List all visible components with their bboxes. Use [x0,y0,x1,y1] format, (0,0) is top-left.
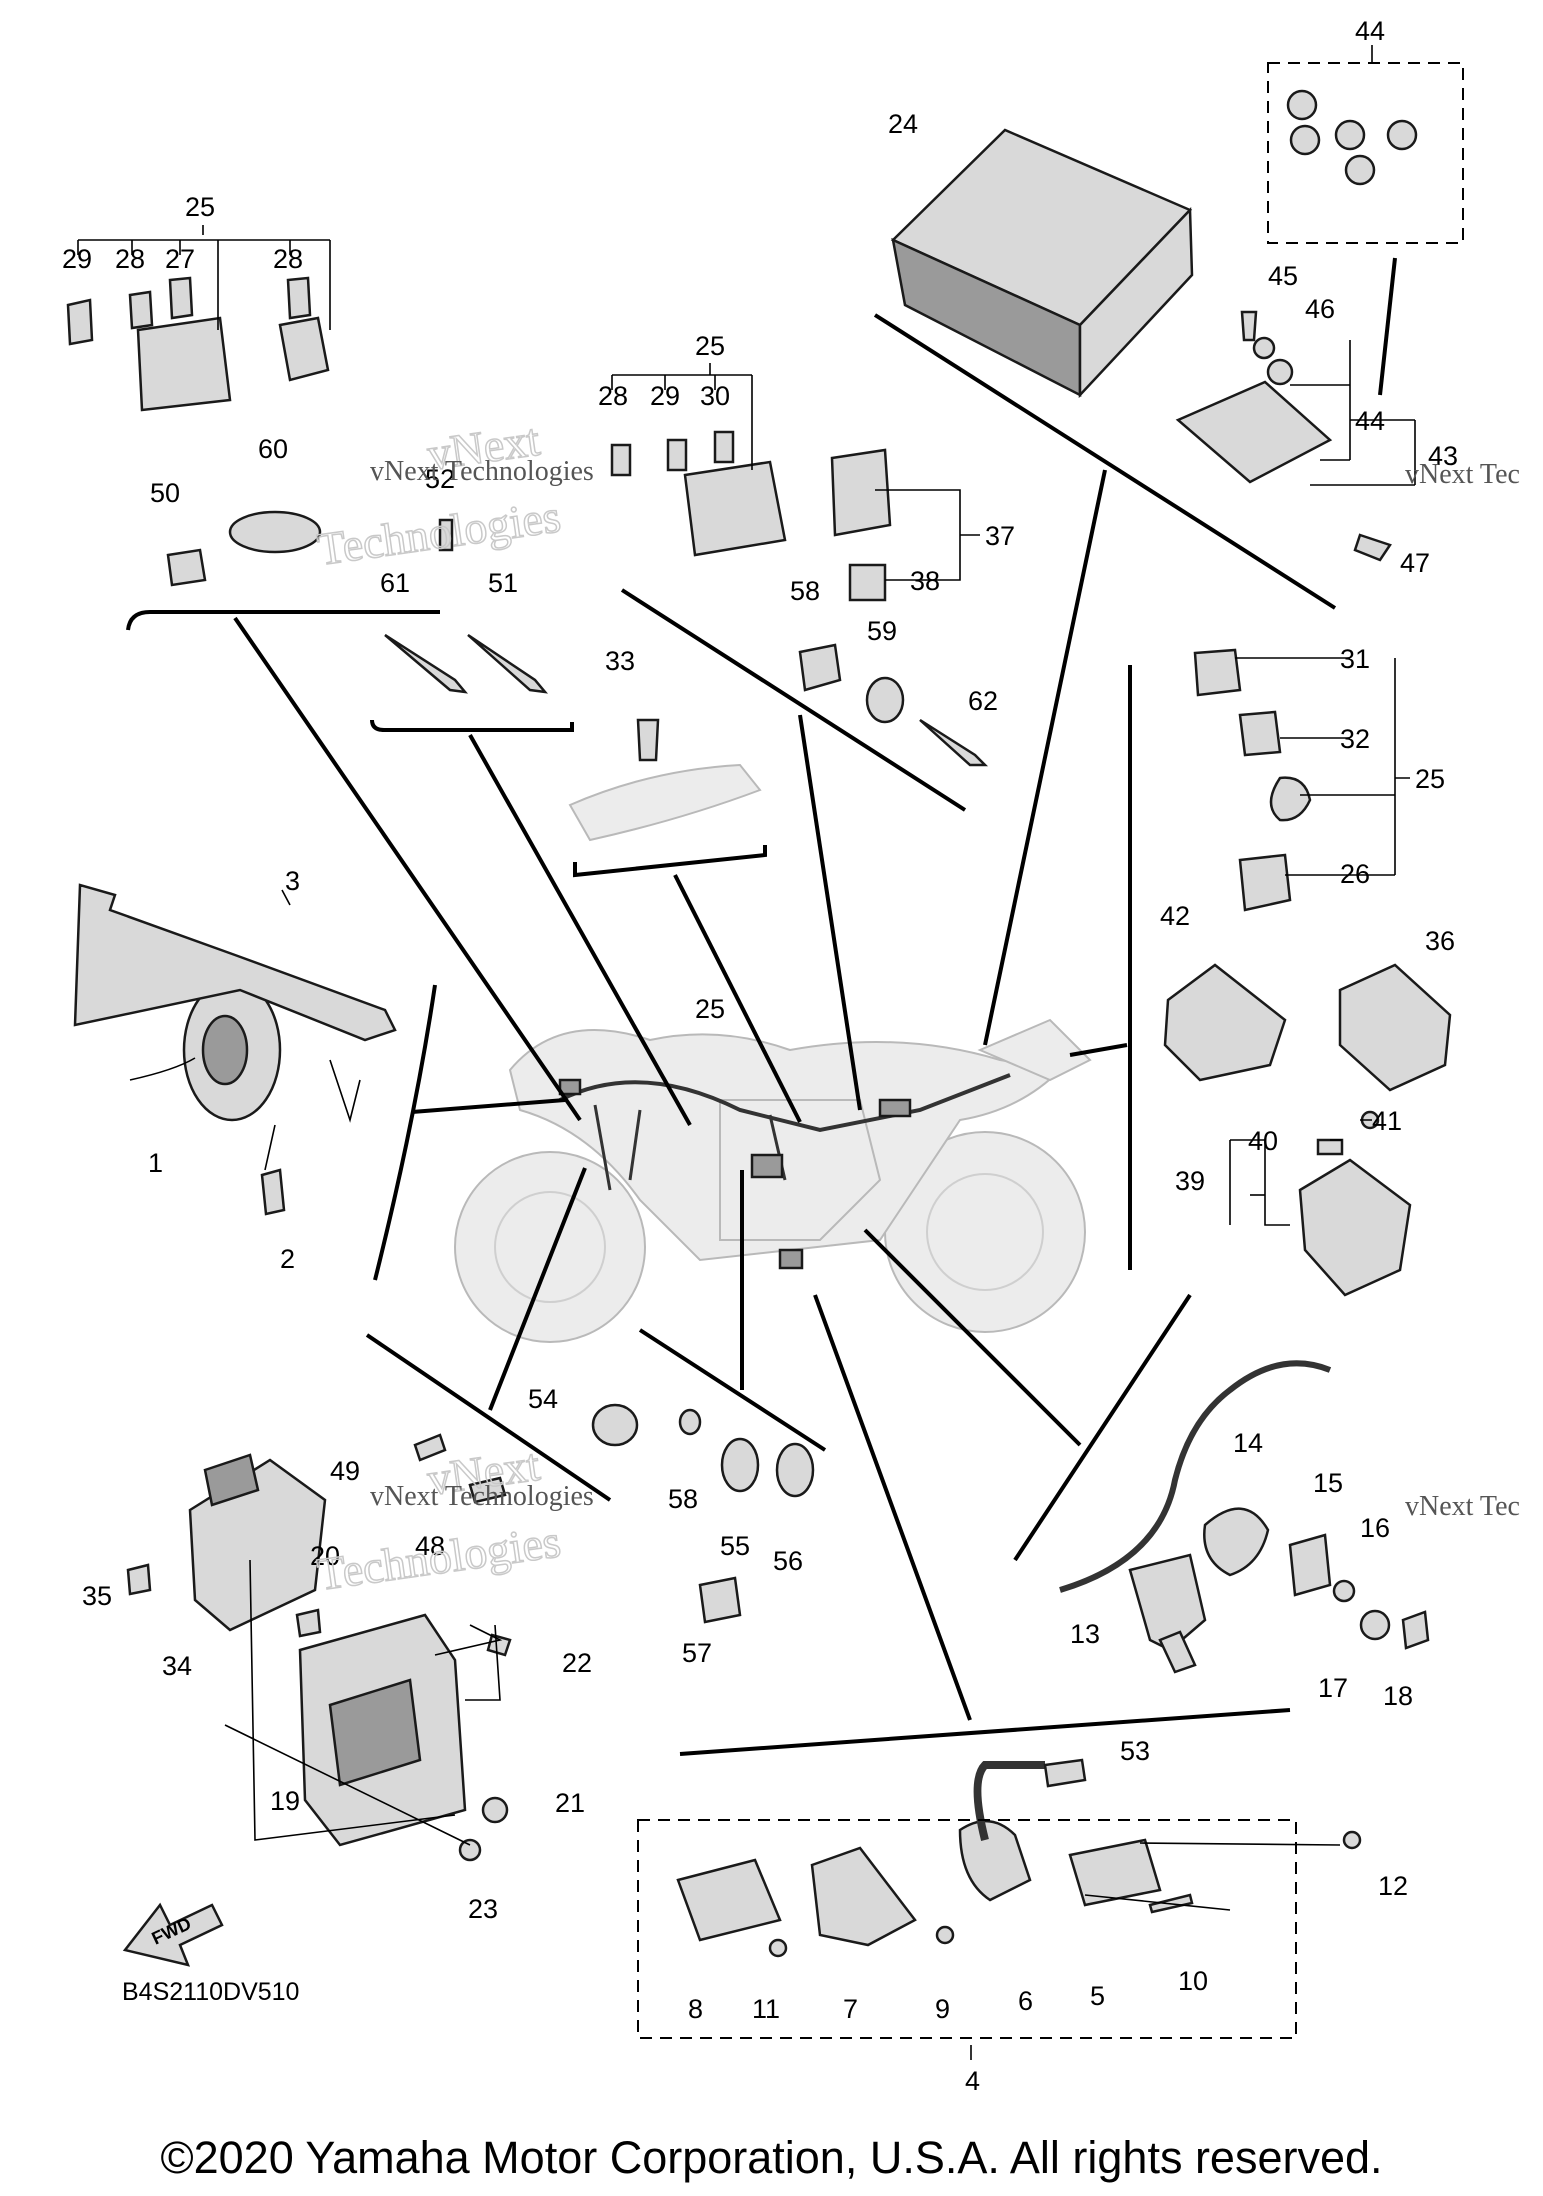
watermark-overlay-bottom-1: Technologies [314,490,563,575]
copyright-notice: ©2020 Yamaha Motor Corporation, U.S.A. A… [160,2132,1383,2183]
callout-25c: 25 [1415,764,1445,794]
callout-6: 6 [1018,1986,1033,2016]
callout-14: 14 [1233,1428,1263,1458]
dashed-group-boxes [637,62,1464,2039]
callout-46: 46 [1305,294,1335,324]
callout-55: 55 [720,1531,750,1561]
callout-62: 62 [968,686,998,716]
callout-41: 41 [1372,1106,1402,1136]
diagram-code: B4S2110DV510 [122,1978,299,2006]
callout-49: 49 [330,1456,360,1486]
callout-10: 10 [1178,1966,1208,1996]
callout-32: 32 [1340,724,1370,754]
callout-27: 27 [165,244,195,274]
callout-29a: 29 [62,244,92,274]
callout-36: 36 [1425,926,1455,956]
callout-56: 56 [773,1546,803,1576]
callout-34: 34 [162,1651,192,1681]
callout-23: 23 [468,1894,498,1924]
callout-12: 12 [1378,1871,1408,1901]
callout-21: 21 [555,1788,585,1818]
callout-18: 18 [1383,1681,1413,1711]
watermark-partial-right-1: vNext Tec [1405,459,1520,490]
callout-28b: 28 [273,244,303,274]
callout-33: 33 [605,646,635,676]
callout-59: 59 [867,616,897,646]
callout-54: 54 [528,1384,558,1414]
callout-19: 19 [270,1786,300,1816]
callout-47: 47 [1400,548,1430,578]
callout-9: 9 [935,1994,950,2024]
part-shapes [66,89,1452,1967]
callout-60: 60 [258,434,288,464]
callout-22: 22 [562,1648,592,1678]
callout-25a: 25 [185,192,215,222]
callout-58a: 58 [790,576,820,606]
group-brackets [126,313,1337,1756]
callout-57: 57 [682,1638,712,1668]
watermark-brand-1: vNext Technologies [370,456,594,487]
watermark-partial-right-2: vNext Tec [1405,1491,1520,1522]
callout-3: 3 [285,866,300,896]
callout-20: 20 [310,1541,340,1571]
callout-30: 30 [700,381,730,411]
callout-29b: 29 [650,381,680,411]
callout-43: 43 [1428,441,1458,471]
callout-2: 2 [280,1244,295,1274]
leader-lines [77,45,1416,2060]
watermark-overlay-bottom-2: Technologies [314,1515,563,1600]
callout-24: 24 [888,109,918,139]
callout-37: 37 [985,521,1015,551]
callout-45: 45 [1268,261,1298,291]
callout-26: 26 [1340,859,1370,889]
callout-15: 15 [1313,1468,1343,1498]
watermark-brand-2: vNext Technologies [370,1481,594,1512]
callout-39: 39 [1175,1166,1205,1196]
callout-53: 53 [1120,1736,1150,1766]
motorcycle-illustration [454,1018,1092,1343]
callout-5: 5 [1090,1981,1105,2011]
callout-44b: 44 [1355,406,1385,436]
callout-13: 13 [1070,1619,1100,1649]
callout-42: 42 [1160,901,1190,931]
callout-61: 61 [380,568,410,598]
callout-58b: 58 [668,1484,698,1514]
callout-51: 51 [488,568,518,598]
callout-44a: 44 [1355,16,1385,46]
callout-48: 48 [415,1531,445,1561]
callout-7: 7 [843,1994,858,2024]
callout-40: 40 [1248,1126,1278,1156]
callout-38: 38 [910,566,940,596]
callout-52: 52 [425,464,455,494]
callout-8: 8 [688,1994,703,2024]
callout-17: 17 [1318,1673,1348,1703]
callout-4: 4 [965,2066,980,2096]
callout-16: 16 [1360,1513,1390,1543]
callout-31: 31 [1340,644,1370,674]
pointer-arrows [233,257,1397,1721]
callout-50: 50 [150,478,180,508]
callout-25b: 25 [695,331,725,361]
callout-25d: 25 [695,994,725,1024]
callout-28c: 28 [598,381,628,411]
callout-35: 35 [82,1581,112,1611]
callout-28a: 28 [115,244,145,274]
callout-numbers: 1 2 3 4 5 6 7 8 9 10 11 12 13 14 15 16 1… [62,16,1458,2096]
callout-11: 11 [752,1994,780,2024]
callout-1: 1 [148,1148,163,1178]
